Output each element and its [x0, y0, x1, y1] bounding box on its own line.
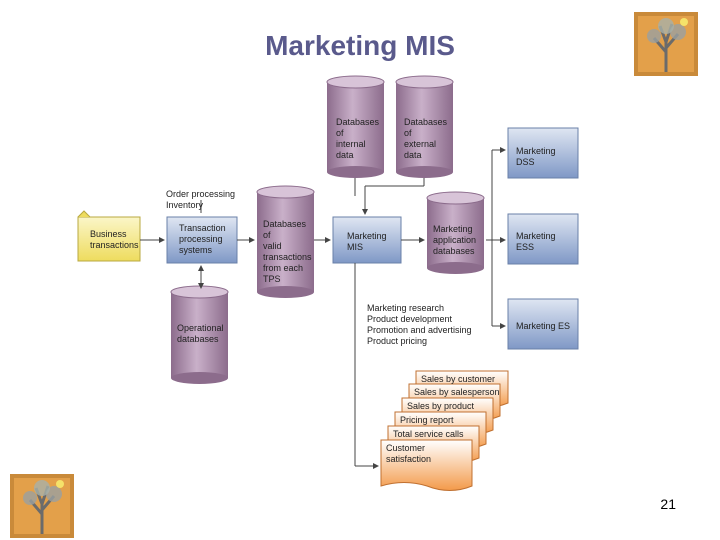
marketing-applications-list: Marketing research Product development P…	[367, 303, 472, 346]
report-sales-by-salesperson: Sales by salesperson	[414, 387, 500, 397]
report-pricing-report: Pricing report	[400, 415, 454, 425]
report-total-service-calls: Total service calls	[393, 429, 464, 439]
tree-collage-logo-bottom	[10, 474, 74, 538]
internal-db-label: Databases of internal data	[336, 117, 380, 160]
tree-collage-logo-top	[634, 12, 698, 76]
report-stack	[380, 370, 509, 491]
internal-data-database-cylinder	[326, 75, 385, 178]
marketing-mis-box	[332, 216, 402, 264]
tps-label: Transaction processing systems	[179, 223, 226, 255]
marketing-app-db-label: Marketing application databases	[433, 224, 477, 256]
connector-arrows	[140, 147, 506, 469]
marketing-es-label: Marketing ES	[516, 321, 571, 331]
marketing-es-box	[507, 298, 579, 350]
marketing-application-database-cylinder	[426, 191, 485, 274]
marketing-dss-box	[507, 127, 579, 179]
marketing-ess-label: Marketing ESS	[516, 231, 556, 252]
valid-transactions-db-label: Databases of valid transactions from eac…	[263, 219, 312, 284]
report-sales-by-customer: Sales by customer	[421, 374, 496, 384]
report-sales-by-product: Sales by product	[407, 401, 475, 411]
order-processing-label: Order processing Inventory	[166, 189, 236, 210]
business-transactions-label: Business transactions	[90, 229, 139, 250]
marketing-mis-label: Marketing MIS	[347, 231, 387, 252]
operational-databases-cylinder	[170, 285, 229, 384]
page-title: Marketing MIS	[265, 30, 455, 61]
marketing-dss-label: Marketing DSS	[516, 146, 556, 167]
page-number: 21	[660, 496, 676, 512]
external-db-label: Databases of external data	[404, 117, 448, 160]
tree-collage-icon	[634, 12, 698, 76]
transaction-processing-systems-box	[166, 216, 238, 264]
valid-transactions-database-cylinder	[256, 185, 315, 298]
tree-collage-icon	[10, 474, 74, 538]
marketing-ess-box	[507, 213, 579, 265]
business-transactions-box	[77, 210, 141, 262]
external-data-database-cylinder	[395, 75, 454, 178]
operational-databases-label: Operational databases	[177, 323, 224, 344]
report-customer-satisfaction: Customer satisfaction	[386, 443, 432, 464]
